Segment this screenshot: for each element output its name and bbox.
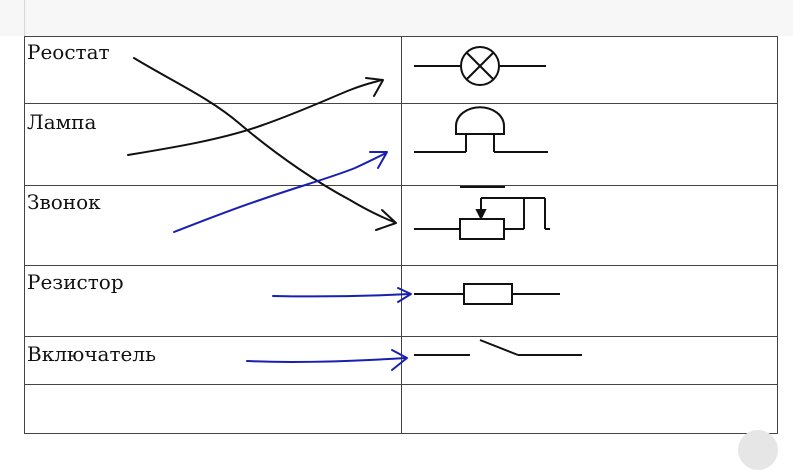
row-label-switch: Включатель	[27, 342, 156, 366]
table-row-divider	[24, 384, 778, 385]
table-row-divider	[24, 265, 778, 266]
floating-action-circle	[738, 430, 778, 470]
diagram-overlay	[127, 46, 582, 371]
table-row-divider	[24, 336, 778, 337]
table-row-divider	[24, 103, 778, 104]
row-label-resistor: Резистор	[27, 270, 124, 294]
blue-arrow-bell-to-bell-symbol	[173, 151, 388, 233]
row-label-lamp: Лампа	[27, 110, 97, 134]
bell-symbol	[414, 106, 548, 153]
black-arrow-lamp-to-lamp-symbol	[127, 77, 384, 156]
table-column-divider	[401, 36, 402, 434]
row-label-bell: Звонок	[27, 190, 101, 214]
row-label-rheostat: Реостат	[27, 40, 110, 64]
rheostat-symbol	[414, 186, 550, 240]
table-row-divider	[24, 185, 778, 186]
blue-arrow-resistor-to-resistor-symbol	[272, 287, 412, 303]
switch-symbol	[414, 339, 582, 356]
black-arrow-rheostat-to-rheostat-symbol	[133, 57, 397, 231]
blue-arrow-switch-to-switch-symbol	[246, 349, 408, 371]
top-toolbar-strip	[0, 0, 793, 36]
lamp-symbol	[414, 46, 546, 86]
resistor-symbol	[414, 283, 560, 305]
toolbar-divider	[24, 0, 25, 36]
